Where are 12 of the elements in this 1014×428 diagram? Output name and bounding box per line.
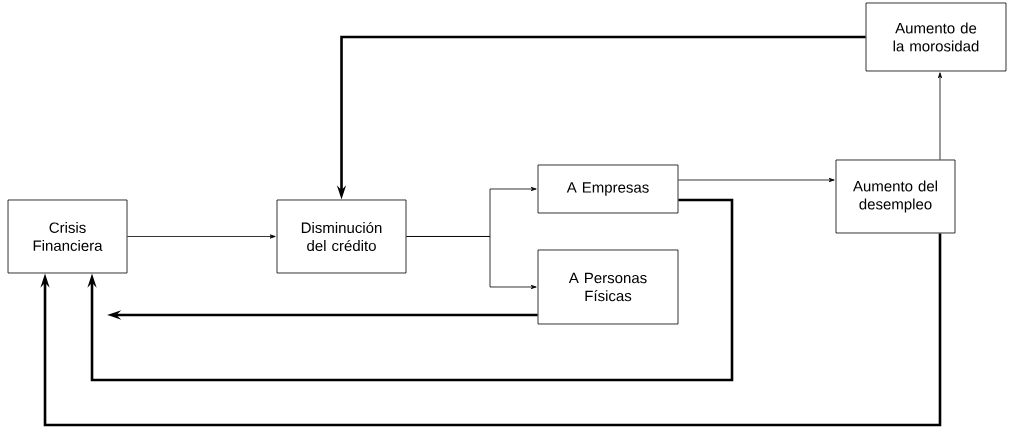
process-box: Disminución del crédito	[276, 199, 407, 274]
arrow	[937, 72, 943, 160]
arrow	[127, 234, 276, 239]
process-box: Crisis Financiera	[7, 199, 128, 274]
arrow	[87, 198, 734, 382]
process-box: A Personas Físicas	[537, 249, 679, 325]
process-box: Aumento de la morosidad	[865, 2, 1007, 72]
arrow	[678, 177, 835, 183]
arrow	[40, 233, 942, 427]
arrow	[406, 236, 537, 290]
process-box: A Empresas	[537, 164, 679, 214]
process-box: Aumento del desempleo	[835, 159, 956, 234]
